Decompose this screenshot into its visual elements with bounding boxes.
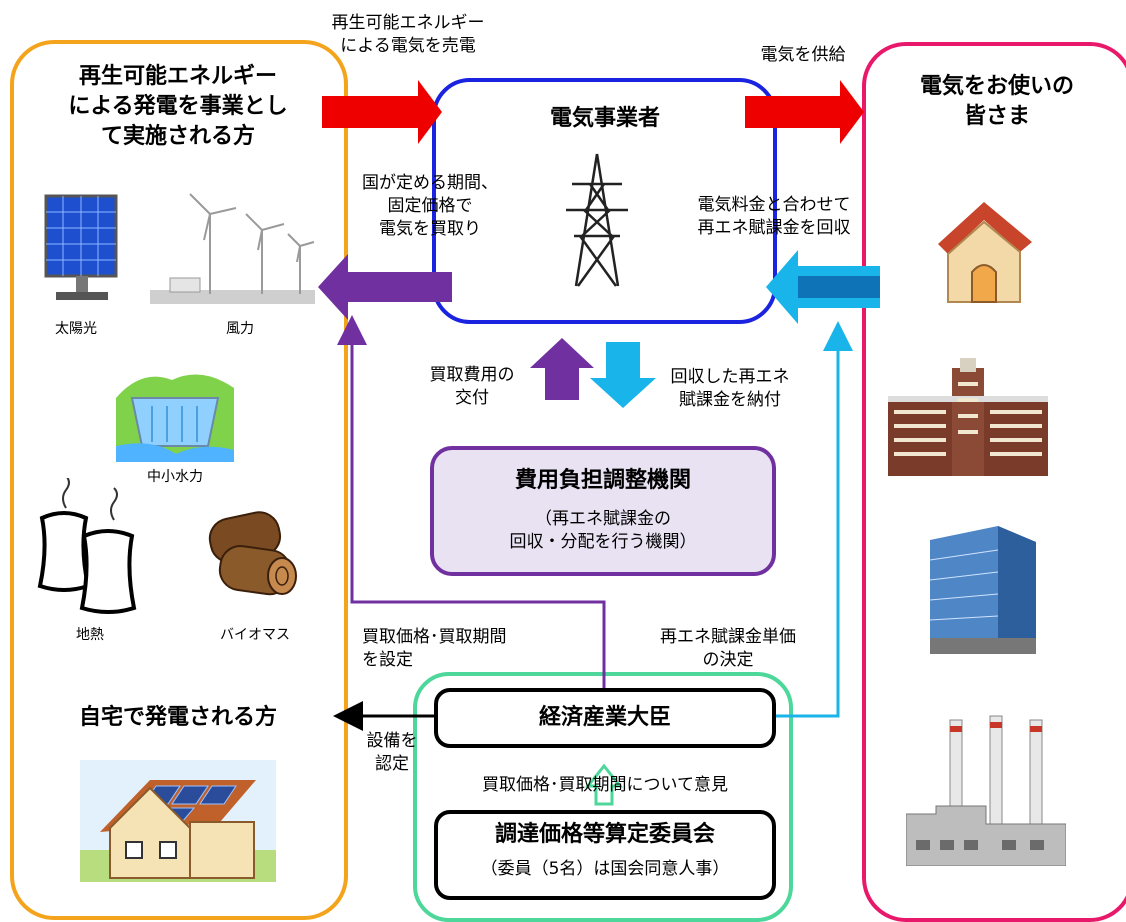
- source-label: 風力: [226, 321, 254, 337]
- skyscraper-icon: [916, 520, 1048, 656]
- sell-label: 再生可能エネルギー による電気を売電: [331, 13, 485, 56]
- source-label: 地熱: [76, 627, 104, 643]
- adjust-title: 費用負担調整機関: [514, 468, 691, 493]
- left-panel-title: 再生可能エネルギー による発電を事業とし て実施される方: [68, 64, 288, 149]
- committee-box: [434, 810, 776, 900]
- supply-label: 電気を供給: [760, 45, 846, 65]
- decide-line: [776, 321, 853, 718]
- source-label: 太陽光: [55, 321, 97, 337]
- adjust-subtitle: （再エネ賦課金の 回収・分配を行う機関）: [509, 509, 697, 552]
- solar-house-icon: [80, 760, 276, 882]
- adjust-box: [430, 446, 776, 576]
- collect-label: 電気料金と合わせて 再エネ賦課金を回収: [697, 195, 851, 238]
- decide-label: 再エネ賦課金単価 の決定: [660, 627, 796, 670]
- solar-panel-icon: [36, 192, 136, 310]
- certify-label: 設備を 認定: [366, 731, 418, 774]
- set-price-label: 買取価格･買取期間 を設定: [362, 627, 507, 670]
- pay-arrow: [590, 342, 656, 408]
- wind-turbine-icon: [150, 190, 315, 312]
- right-panel-title: 電気をお使いの 皆さま: [919, 74, 1074, 129]
- grant-label: 買取費用の 交付: [429, 365, 515, 408]
- source-label: バイオマス: [220, 627, 290, 643]
- supply-arrow: [745, 80, 864, 144]
- office-building-icon: [888, 358, 1048, 476]
- committee-title: 調達価格等算定委員会: [494, 822, 715, 847]
- biomass-log-icon: [202, 508, 302, 600]
- house-icon: [928, 194, 1040, 306]
- sell-arrow: [322, 80, 442, 144]
- set-price-line: [337, 315, 606, 688]
- geothermal-tower-icon: [36, 475, 156, 618]
- factory-icon: [905, 714, 1067, 867]
- buy-label: 国が定める期間、 固定価格で 電気を買取り: [362, 173, 498, 239]
- minister-label: 経済産業大臣: [538, 705, 671, 730]
- utility-box: [432, 78, 777, 324]
- opinion-arrow: [584, 763, 624, 806]
- source-label: 中小水力: [147, 469, 203, 485]
- home-title: 自宅で発電される方: [78, 705, 277, 730]
- buy-arrow: [318, 254, 452, 320]
- hydro-dam-icon: [112, 358, 238, 462]
- opinion-label: 買取価格･買取期間について意見: [482, 775, 728, 795]
- pay-label: 回収した再エネ 賦課金を納付: [670, 367, 790, 410]
- utility-title: 電気事業者: [549, 106, 660, 131]
- transmission-tower-icon: [552, 150, 642, 290]
- grant-arrow: [530, 338, 594, 400]
- committee-subtitle: （委員（5名）は国会同意人事）: [480, 859, 730, 879]
- minister-box: [434, 688, 776, 748]
